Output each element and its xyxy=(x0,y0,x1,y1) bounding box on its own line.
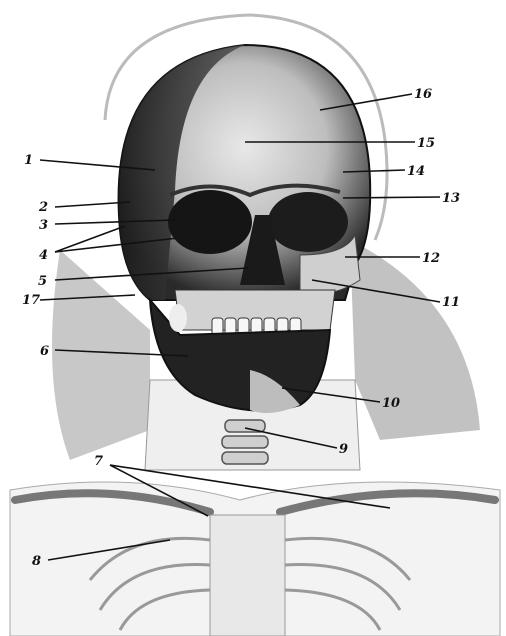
label-13: 13 xyxy=(442,191,460,206)
label-11: 11 xyxy=(442,295,460,310)
mastoid-highlight xyxy=(169,304,187,332)
label-5: 5 xyxy=(38,274,47,289)
orbit-left xyxy=(268,192,348,252)
label-10: 10 xyxy=(382,396,400,411)
sternum xyxy=(210,515,285,636)
label-9: 9 xyxy=(339,442,348,457)
label-4: 4 xyxy=(39,248,48,263)
label-12: 12 xyxy=(422,251,440,266)
orbit-right xyxy=(168,190,252,254)
label-14: 14 xyxy=(407,164,425,179)
label-3: 3 xyxy=(39,218,48,233)
label-16: 16 xyxy=(414,87,432,102)
label-1: 1 xyxy=(24,153,33,168)
label-15: 15 xyxy=(417,136,435,151)
label-17: 17 xyxy=(22,293,40,308)
cervical-spine xyxy=(222,420,268,464)
label-6: 6 xyxy=(40,344,49,359)
label-8: 8 xyxy=(32,554,41,569)
label-7: 7 xyxy=(94,454,103,469)
label-2: 2 xyxy=(38,200,48,215)
